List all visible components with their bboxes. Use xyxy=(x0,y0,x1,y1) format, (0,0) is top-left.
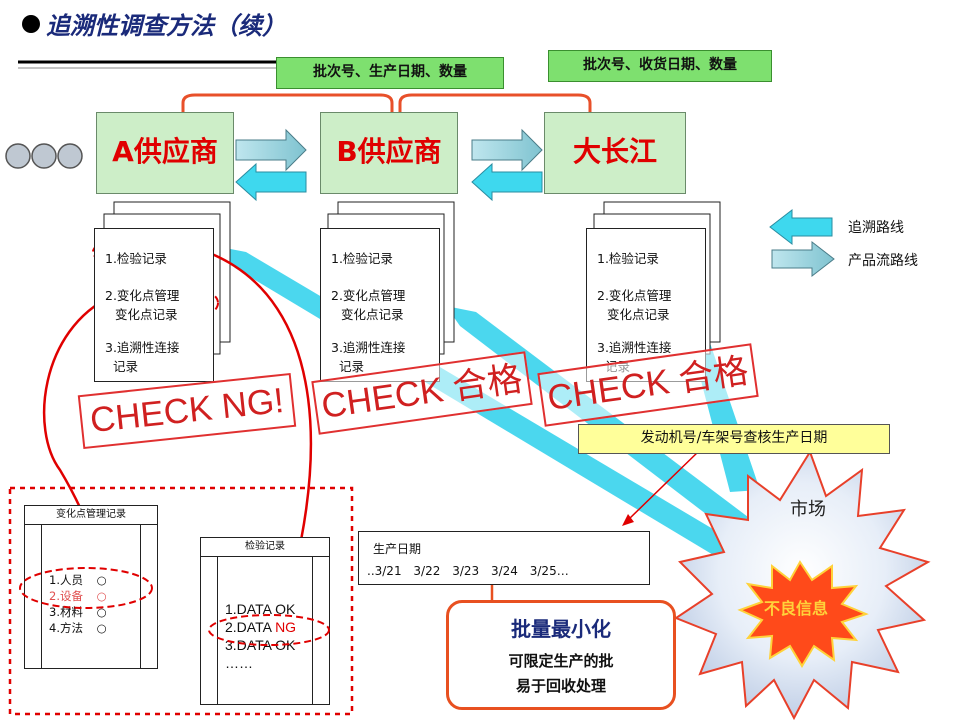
doc-c-item-change-2: 变化点记录 xyxy=(607,307,670,322)
production-date-box: 生产日期 ..3/21 3/22 3/23 3/24 3/25… xyxy=(358,531,650,585)
doc-a-item-change-1: 2.变化点管理 xyxy=(105,288,180,303)
doc-b-item-change-2: 变化点记录 xyxy=(341,307,404,322)
legend-flow-arrow xyxy=(771,240,835,278)
document-a: 1.检验记录 2.变化点管理 变化点记录 3.追溯性连接 记录 xyxy=(94,228,214,382)
engine-connector-arrowhead xyxy=(622,514,634,526)
production-date-5: 3/25… xyxy=(529,564,569,578)
batch-minimize-callout: 批量最小化 可限定生产的批 易于回收处理 xyxy=(446,600,676,710)
doc-c-item-inspection: 1.检验记录 xyxy=(597,251,659,266)
inspection-row-1: 1.DATA OK xyxy=(225,601,296,617)
flow-arrow-b-c xyxy=(471,128,543,172)
callout-line-1: 可限定生产的批 xyxy=(508,652,614,670)
inspection-record: 检验记录 1.DATA OK 2.DATA NG 3.DATA OK …… xyxy=(200,537,330,705)
ellipsis-circle-3 xyxy=(57,143,83,169)
defect-info-label: 不良信息 xyxy=(764,599,829,618)
records-frame xyxy=(8,486,354,716)
title-text: 追溯性调查方法（续） xyxy=(46,12,286,40)
engine-frame-note: 发动机号/车架号查核生产日期 xyxy=(578,424,890,454)
trace-arrow-c-b xyxy=(471,162,543,202)
production-date-3: 3/23 xyxy=(452,564,480,578)
highlight-data-ng xyxy=(208,614,330,646)
legend-trace-arrow xyxy=(769,208,833,246)
production-date-label: 生产日期 xyxy=(373,542,422,556)
market-label: 市场 xyxy=(790,499,826,520)
document-b: 1.检验记录 2.变化点管理 变化点记录 3.追溯性连接 记录 xyxy=(320,228,440,382)
ellipsis-circle-1 xyxy=(5,143,31,169)
doc-a-item-trace-1: 3.追溯性连接 xyxy=(105,340,180,355)
trace-arrow-b-a xyxy=(235,162,307,202)
doc-a-item-inspection: 1.检验记录 xyxy=(105,251,167,266)
doc-a-item-change-2: 变化点记录 xyxy=(115,307,178,322)
inspection-record-title: 检验记录 xyxy=(201,538,329,557)
doc-a-item-trace-2: 记录 xyxy=(113,359,139,374)
doc-c-item-change-1: 2.变化点管理 xyxy=(597,288,672,303)
highlight-equipment xyxy=(19,567,153,609)
connector-b-c xyxy=(398,93,592,112)
flow-arrow-a-b xyxy=(235,128,307,172)
doc-b-item-trace-2: 记录 xyxy=(339,359,365,374)
connector-a-b xyxy=(181,93,394,112)
doc-b-item-change-1: 2.变化点管理 xyxy=(331,288,406,303)
inspection-row-more: …… xyxy=(225,655,253,671)
note-batch-production: 批次号、生产日期、数量 xyxy=(276,57,504,89)
inspection-row-2: 2.DATA NG xyxy=(225,619,297,635)
supplier-dachangjiang-box: 大长江 xyxy=(544,112,686,194)
production-date-4: 3/24 xyxy=(490,564,518,578)
supplier-a-box: A供应商 xyxy=(96,112,234,194)
defect-burst xyxy=(737,560,869,668)
production-date-2: 3/22 xyxy=(413,564,441,578)
title-bullet-icon xyxy=(22,14,40,33)
page-title: 追溯性调查方法（续） xyxy=(22,6,286,41)
callout-line-2: 易于回收处理 xyxy=(515,677,606,695)
doc-b-item-inspection: 1.检验记录 xyxy=(331,251,393,266)
change-item-method: 4.方法 ○ xyxy=(49,621,107,635)
change-item-equipment: 2.设备 ○ xyxy=(49,589,107,603)
supplier-b-box: B供应商 xyxy=(320,112,458,194)
doc-b-item-trace-1: 3.追溯性连接 xyxy=(331,340,406,355)
change-item-personnel: 1.人员 ○ xyxy=(49,573,107,587)
legend-trace-label: 追溯路线 xyxy=(848,220,904,236)
doc-c-item-trace-1: 3.追溯性连接 xyxy=(597,340,672,355)
engine-connector xyxy=(627,449,701,521)
legend-flow-label: 产品流路线 xyxy=(848,253,918,269)
ellipsis-circle-2 xyxy=(31,143,57,169)
note-batch-receiving: 批次号、收货日期、数量 xyxy=(548,50,772,82)
change-point-record: 变化点管理记录 1.人员 ○ 2.设备 ○ 3.材料 ○ 4.方法 ○ xyxy=(24,505,158,669)
change-point-record-title: 变化点管理记录 xyxy=(25,506,157,525)
callout-title: 批量最小化 xyxy=(511,617,611,641)
production-date-1: ..3/21 xyxy=(367,564,402,578)
